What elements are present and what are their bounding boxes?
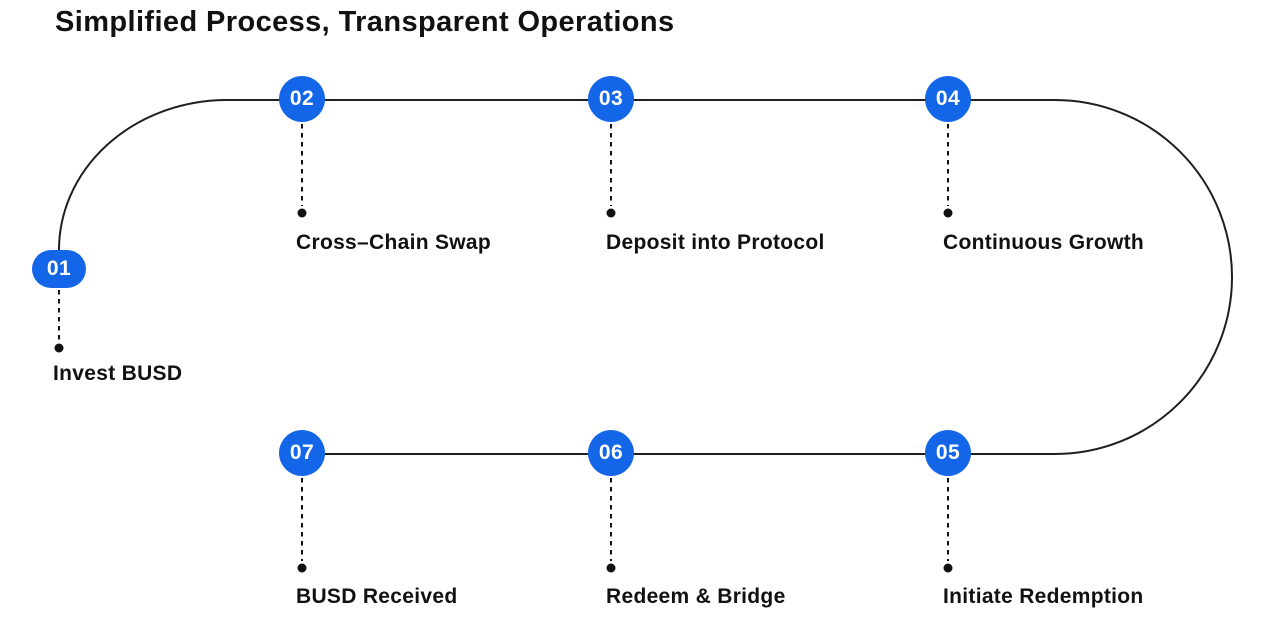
dot-step-01: [54, 343, 64, 353]
step-badge-07: 07: [279, 430, 325, 476]
step-label-07: BUSD Received: [296, 585, 458, 608]
step-badge-01: 01: [32, 250, 86, 288]
step-badge-04: 04: [925, 76, 971, 122]
step-label-03: Deposit into Protocol: [606, 231, 825, 254]
step-label-06: Redeem & Bridge: [606, 585, 786, 608]
dot-step-04: [943, 208, 953, 218]
flow-track-path: [57, 99, 1233, 455]
step-label-04: Continuous Growth: [943, 231, 1145, 254]
step-badge-03: 03: [588, 76, 634, 122]
page-title: Simplified Process, Transparent Operatio…: [55, 6, 675, 38]
step-badge-05: 05: [925, 430, 971, 476]
step-label-05: Initiate Redemption: [943, 585, 1144, 608]
step-badge-06: 06: [588, 430, 634, 476]
step-label-01: Invest BUSD: [53, 362, 183, 385]
dot-step-07: [297, 563, 307, 573]
step-label-02: Cross–Chain Swap: [296, 231, 492, 254]
dot-step-05: [943, 563, 953, 573]
dot-step-06: [606, 563, 616, 573]
dot-step-03: [606, 208, 616, 218]
dot-step-02: [297, 208, 307, 218]
step-badge-02: 02: [279, 76, 325, 122]
